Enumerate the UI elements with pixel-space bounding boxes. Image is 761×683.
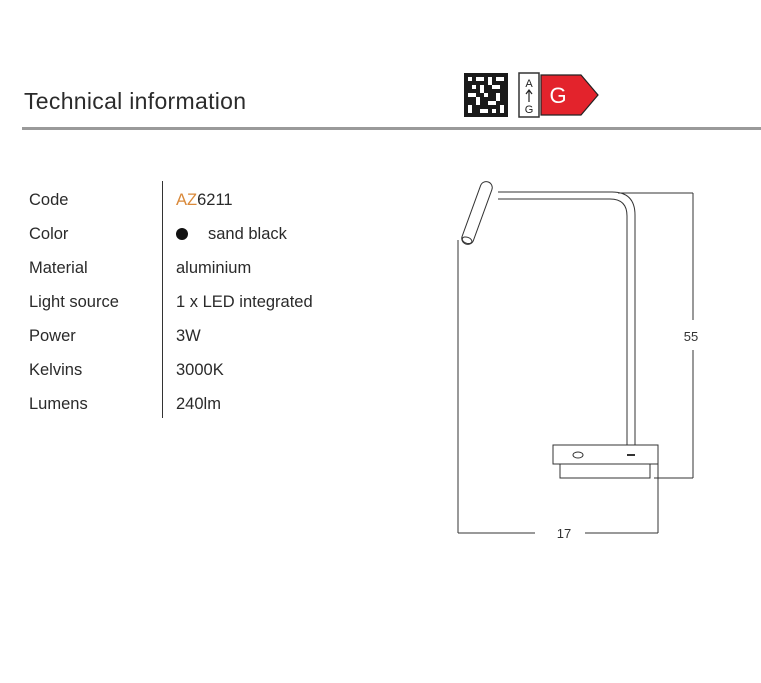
- spec-value: 240lm: [176, 395, 221, 413]
- height-dimension-label: 55: [684, 329, 698, 344]
- qr-code-icon: [464, 73, 508, 117]
- spec-divider: [162, 181, 163, 418]
- lamp-head: [461, 181, 493, 245]
- spec-value: 3000K: [176, 361, 224, 379]
- lamp-base-top: [552, 444, 659, 465]
- spec-value: 3W: [176, 327, 201, 345]
- energy-class: G: [549, 83, 566, 108]
- spec-label: Light source: [29, 293, 119, 311]
- code-prefix: AZ: [176, 191, 198, 209]
- switch-icon: [572, 451, 584, 459]
- color-swatch-icon: [176, 228, 188, 240]
- spec-label: Material: [29, 259, 88, 277]
- energy-scale-bottom: G: [525, 104, 534, 116]
- lamp-base-bottom: [559, 463, 651, 479]
- color-name: sand black: [208, 225, 287, 243]
- spec-label: Power: [29, 327, 76, 345]
- lamp-arm-inner: [498, 198, 628, 455]
- code-number: 6211: [197, 191, 233, 209]
- spec-value-color: sand black: [176, 225, 287, 244]
- energy-scale-top: A: [525, 78, 533, 90]
- page-title: Technical information: [24, 88, 247, 114]
- spec-value-code: AZ6211: [176, 191, 233, 210]
- header-rule: [22, 127, 761, 130]
- lamp-arm: [498, 191, 636, 455]
- spec-label: Lumens: [29, 395, 88, 413]
- spec-label: Kelvins: [29, 361, 83, 379]
- width-dimension-label: 17: [557, 526, 571, 541]
- spec-value: 1 x LED integrated: [176, 293, 313, 311]
- energy-label-icon: A G G: [518, 72, 599, 118]
- spec-label: Code: [29, 191, 69, 209]
- spec-label: Color: [29, 225, 69, 243]
- spec-value: aluminium: [176, 259, 252, 277]
- lamp-technical-drawing: 55 17: [457, 181, 698, 541]
